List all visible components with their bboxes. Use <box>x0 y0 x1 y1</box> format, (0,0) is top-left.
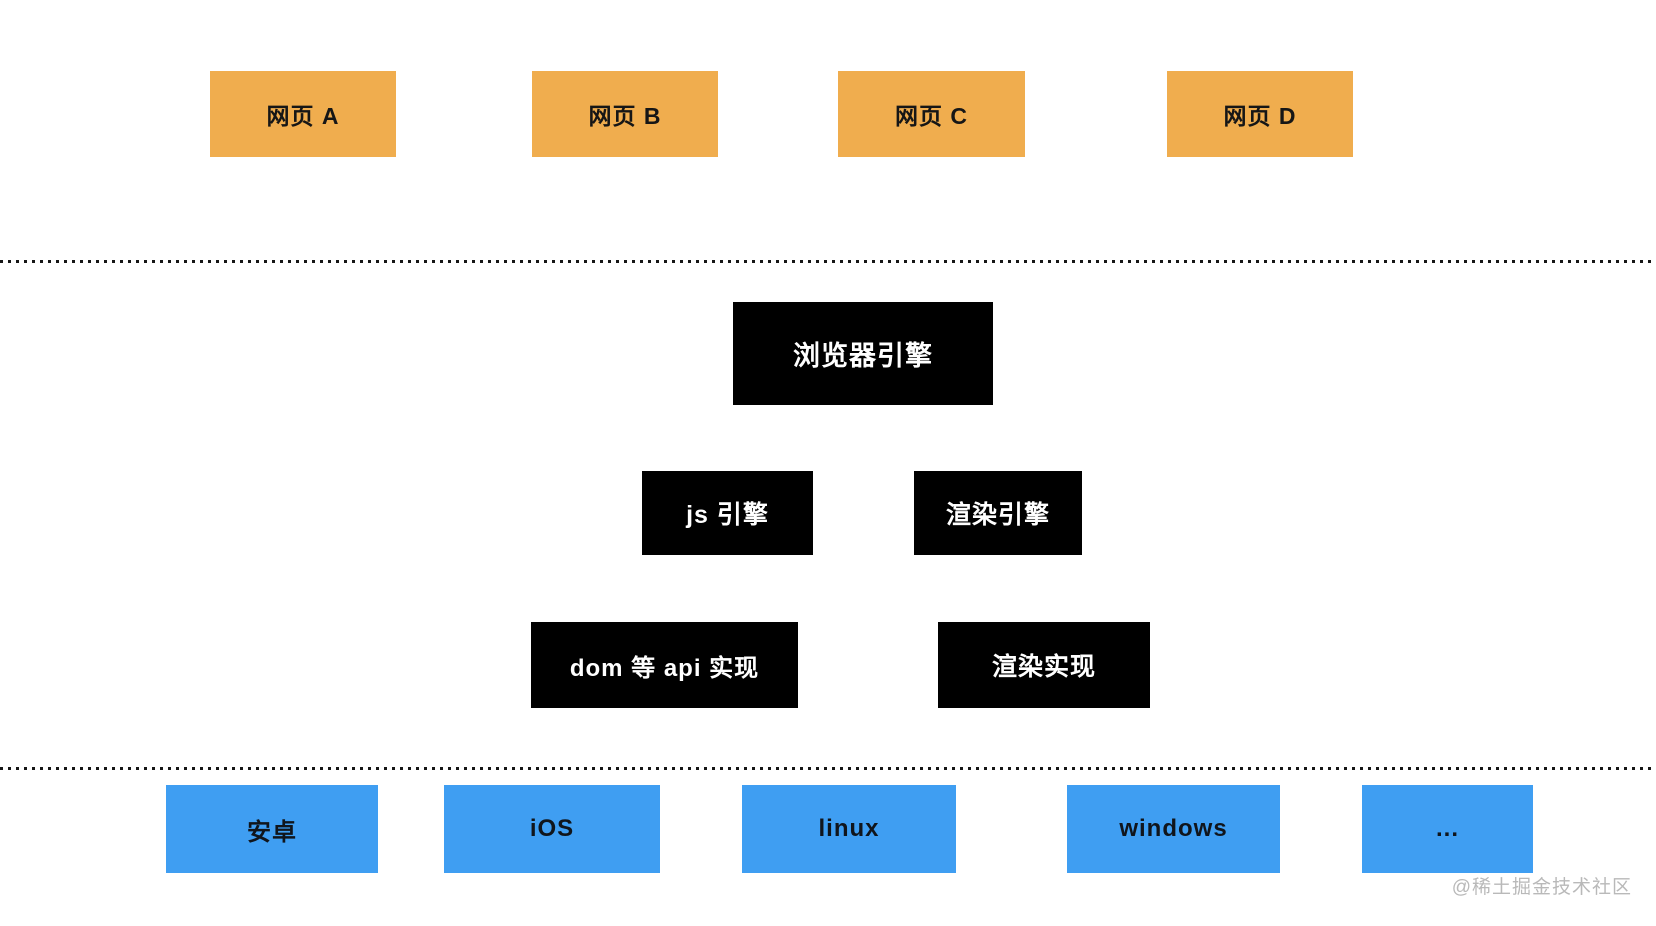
browser-engine-box: 浏览器引擎 <box>733 302 993 405</box>
render-engine-box: 渲染引擎 <box>914 471 1082 555</box>
platform-linux-box: linux <box>742 785 956 873</box>
render-impl-box: 渲染实现 <box>938 622 1150 708</box>
webpage-b-box: 网页 B <box>532 71 718 157</box>
platform-windows-box: windows <box>1067 785 1280 873</box>
webpage-d-box: 网页 D <box>1167 71 1353 157</box>
watermark: @稀土掘金技术社区 <box>1451 877 1632 898</box>
js-engine-box: js 引擎 <box>642 471 813 555</box>
platform-android-box: 安卓 <box>166 785 378 873</box>
dom-api-impl-box: dom 等 api 实现 <box>531 622 798 708</box>
webpage-c-box: 网页 C <box>838 71 1025 157</box>
platform-ios-box: iOS <box>444 785 660 873</box>
webpage-a-box: 网页 A <box>210 71 396 157</box>
separator-line-bottom <box>0 767 1656 770</box>
platform-more-box: ... <box>1362 785 1533 873</box>
separator-line-top <box>0 260 1656 263</box>
